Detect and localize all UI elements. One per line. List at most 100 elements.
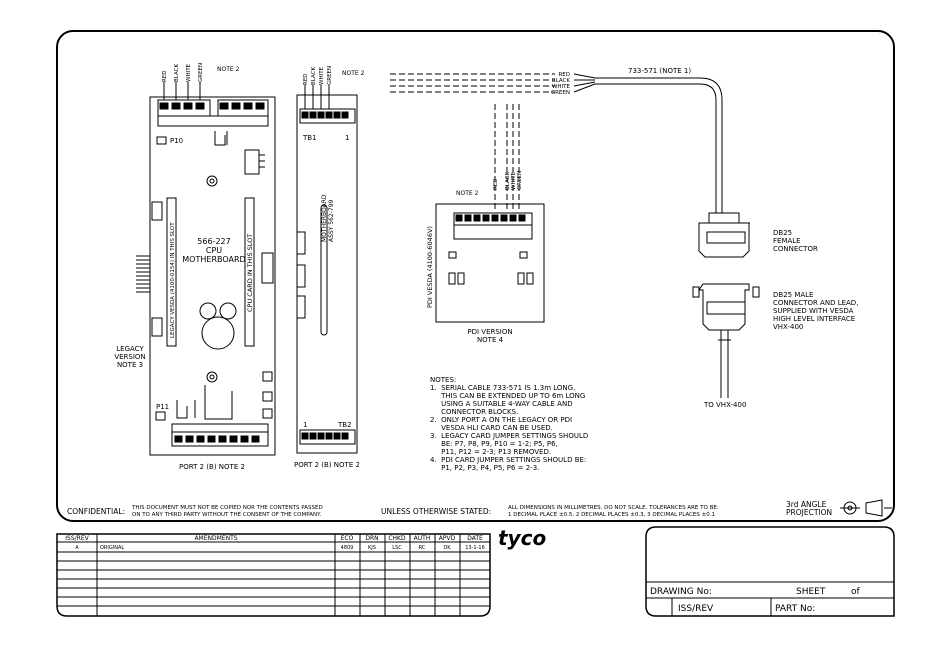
db25-male-connector (692, 283, 760, 398)
note-line-6: VESDA HLI CARD CAN BE USED. (430, 424, 553, 432)
cpu-motherboard-label: MOTHERBOARD (182, 255, 245, 264)
confidential-text-1: THIS DOCUMENT MUST NOT BE COPIED NOR THE… (131, 505, 323, 511)
note-line-2: THIS CAN BE EXTENDED UP TO 6m LONG (430, 392, 585, 400)
cpu-wire-black: BLACK (174, 64, 180, 82)
note-line-8: BE: P7, P8, P9, P10 = 1-2; P5, P6, (430, 440, 558, 448)
amend-header-iss: ISS/REV (65, 535, 89, 542)
title-block (645, 526, 895, 617)
projection-2: PROJECTION (786, 508, 832, 517)
amend-row-auth: RC (419, 545, 426, 551)
tolerance-2: 1 DECIMAL PLACE ±0.5, 2 DECIMAL PLACES ±… (508, 512, 715, 518)
amend-row-chkd: LSC (392, 545, 402, 551)
amendments-table (56, 533, 491, 617)
amend-header-eco: ECO (341, 535, 354, 542)
serial-cable (573, 73, 723, 213)
amend-header-auth: AUTH (414, 535, 431, 542)
note-line-5: 2. ONLY PORT A ON THE LEGACY OR PDI (430, 416, 572, 424)
amend-header-apvd: APVD (439, 535, 456, 542)
projection-1: 3rd ANGLE (786, 500, 827, 509)
drawing-no-label: DRAWING No: (650, 587, 712, 597)
motherboard-assy (296, 85, 358, 454)
amend-row-desc: ORIGINAL (100, 545, 124, 551)
p11-label: P11 (156, 403, 169, 411)
mb-port-label: PORT 2 (B) NOTE 2 (294, 461, 360, 469)
cpu-port-label: PORT 2 (B) NOTE 2 (179, 463, 245, 471)
amend-row-drn: KJS (368, 545, 376, 551)
tb1-label: TB1 (302, 134, 317, 142)
legacy-version-3: NOTE 3 (117, 361, 143, 369)
amend-header-amendments: AMENDMENTS (194, 535, 237, 542)
amend-row-eco: 4809 (341, 545, 354, 551)
amend-header-chkd: CHKD (388, 535, 406, 542)
pdi-board (435, 203, 545, 323)
to-vhx-label: TO VHX-400 (703, 401, 746, 409)
note-line-11: P1, P2, P3, P4, P5, P6 = 2-3. (430, 464, 539, 472)
p10-label: P10 (170, 137, 183, 145)
tolerance-1: ALL DIMENSIONS IN MILLIMETRES. DO NOT SC… (508, 505, 719, 511)
note-line-1: 1. SERIAL CABLE 733-571 IS 1.3m LONG. (430, 384, 575, 392)
amend-row-date: 13-1-16 (465, 545, 485, 551)
male-label-1: DB25 MALE (773, 291, 813, 299)
sheet-of-label: of (851, 587, 861, 597)
pdi-side-label: PDI VESDA (4100-6046V) (426, 226, 434, 308)
iss-rev-label: ISS/REV (678, 604, 714, 614)
note-line-10: 4. PDI CARD JUMPER SETTINGS SHOULD BE: (430, 456, 586, 464)
mb-wire-black: BLACK (311, 67, 317, 85)
note-line-9: P11, P12 = 2-3; P13 REMOVED. (430, 448, 551, 456)
cpu-wire-white: WHITE (186, 63, 192, 82)
pdi-wire-red: RED (493, 178, 499, 190)
dashed-wires (390, 73, 555, 210)
male-label-3: SUPPLIED WITH VESDA (773, 307, 854, 315)
note-line-4: CONNECTOR BLOCKS. (430, 408, 518, 416)
cable-label: 733-571 (NOTE 1) (628, 67, 691, 75)
pdi-wire-green: GREEN (517, 171, 523, 190)
female-label-3: CONNECTOR (773, 245, 818, 253)
cable-wire-red: RED (558, 72, 570, 78)
part-no-label: PART No: (775, 604, 815, 614)
mb-wire-white: WHITE (319, 66, 325, 85)
amend-header-date: DATE (467, 535, 483, 542)
cpu-note-2: NOTE 2 (217, 66, 240, 73)
tyco-logo: tyco (498, 526, 546, 550)
legacy-version-1: LEGACY (116, 345, 144, 353)
drawing-border (56, 30, 895, 522)
pdi-caption-1: PDI VERSION (467, 328, 512, 336)
note-line-7: 3. LEGACY CARD JUMPER SETTINGS SHOULD (430, 432, 588, 440)
confidential-text-2: ON TO ANY THIRD PARTY WITHOUT THE CONSEN… (132, 512, 321, 518)
pdi-wire-white: WHITE (511, 171, 517, 190)
amend-header-drn: DRN (365, 535, 378, 542)
mb-wire-green: GREEN (327, 66, 333, 85)
sheet-label: SHEET (796, 587, 826, 597)
male-label-2: CONNECTOR AND LEAD, (773, 299, 858, 307)
unless-label: UNLESS OTHERWISE STATED: (381, 507, 491, 516)
assy-label-2: ASSY 562-799 (328, 199, 335, 242)
tb2-label: TB2 (337, 421, 352, 429)
mb-wire-red: RED (303, 73, 309, 85)
pdi-wire-black: BLACK (505, 172, 511, 190)
cpu-wire-green: GREEN (198, 63, 204, 82)
assy-label-1: MOTHERBOARD (321, 194, 328, 242)
female-label-1: DB25 (773, 229, 792, 237)
pdi-note-2: NOTE 2 (456, 190, 479, 197)
male-label-4: HIGH LEVEL INTERFACE (773, 315, 855, 323)
tb2-pin-1: 1 (303, 421, 307, 429)
cpu-motherboard (136, 82, 276, 456)
cable-wire-green: GREEN (551, 90, 570, 96)
notes-heading: NOTES: (430, 376, 456, 384)
cable-wire-white: WHITE (552, 84, 571, 90)
legacy-slot-label: LEGACY VESDA (4100-0154) IN THIS SLOT (170, 222, 176, 338)
pdi-caption-2: NOTE 4 (477, 336, 504, 344)
male-label-5: VHX-400 (773, 323, 803, 331)
female-label-2: FEMALE (773, 237, 801, 245)
tb1-pin-1: 1 (345, 134, 349, 142)
cpu-wire-red: RED (162, 70, 168, 82)
db25-female-connector (698, 212, 750, 258)
cpu-title: 566-227 (197, 237, 230, 246)
projection-symbol (840, 499, 892, 517)
cpu-subtitle: CPU (206, 246, 222, 255)
amend-row-iss: A (75, 545, 79, 551)
cpu-slot-label: CPU CARD IN THIS SLOT (246, 234, 254, 312)
amend-row-apvd: DK (443, 545, 451, 551)
confidential-label: CONFIDENTIAL: (67, 507, 125, 516)
